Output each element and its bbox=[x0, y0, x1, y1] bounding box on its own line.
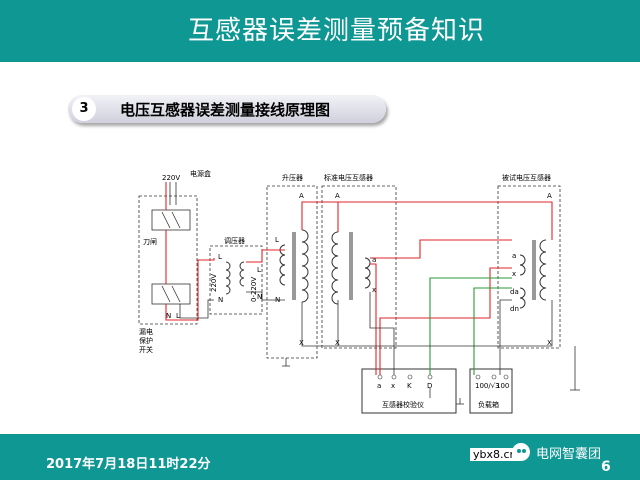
cal-terminal-a: a bbox=[377, 382, 381, 390]
test-pt-box bbox=[497, 185, 561, 349]
label-step-up: 升压器 bbox=[282, 173, 303, 182]
label-leakage-3: 开关 bbox=[139, 345, 153, 354]
terminal-da-test: da bbox=[510, 288, 519, 296]
terminal-L-4: L bbox=[275, 236, 279, 244]
terminal-X-test: X bbox=[547, 339, 552, 347]
label-calibrator: 互感器校验仪 bbox=[382, 400, 424, 409]
burden-box bbox=[469, 368, 513, 414]
calibrator-box bbox=[361, 368, 457, 414]
terminal-A-test: A bbox=[547, 192, 552, 200]
terminal-a-std: a bbox=[372, 256, 376, 264]
terminal-N-1: N bbox=[166, 312, 171, 320]
wechat-icon bbox=[512, 443, 530, 461]
section-heading: 3 电压互感器误差测量接线原理图 bbox=[68, 95, 386, 123]
cal-terminal-D: D bbox=[427, 382, 432, 390]
label-knife-switch: 刀闸 bbox=[143, 238, 157, 246]
label-220v: 220V bbox=[162, 174, 180, 182]
burden-100v3: 100/√3 bbox=[475, 382, 500, 390]
terminal-X-stepup: X bbox=[299, 339, 304, 347]
label-leakage-1: 漏电 bbox=[139, 327, 153, 336]
footer-date: 2017年7月18日11时22分 bbox=[46, 457, 211, 472]
page-title: 互感器误差测量预备知识 bbox=[188, 16, 486, 46]
terminal-L-1: L bbox=[176, 312, 180, 320]
label-leakage-2: 保护 bbox=[139, 336, 153, 345]
header-bar: 互感器误差测量预备知识 bbox=[0, 0, 640, 62]
section-title: 电压互感器误差测量接线原理图 bbox=[120, 101, 331, 119]
terminal-L-2: L bbox=[218, 253, 222, 261]
terminal-N-2: N bbox=[218, 296, 223, 304]
label-power-box: 电源盒 bbox=[190, 169, 211, 178]
terminal-x-std: x bbox=[372, 286, 376, 294]
terminal-A-stepup: A bbox=[299, 192, 304, 200]
cal-terminal-K: K bbox=[407, 382, 412, 390]
power-box bbox=[138, 195, 198, 325]
burden-100: 100 bbox=[496, 382, 509, 390]
cal-terminal-x: x bbox=[391, 382, 395, 390]
brand-name: 电网智囊团 bbox=[536, 447, 602, 462]
watermark: ybx8.cn bbox=[470, 448, 520, 461]
label-standard-pt: 标准电压互感器 bbox=[324, 173, 373, 182]
terminal-A-std: A bbox=[335, 192, 340, 200]
terminal-N-4: N bbox=[275, 296, 280, 304]
section-number: 3 bbox=[72, 97, 96, 121]
terminal-x-test: x bbox=[512, 270, 516, 278]
standard-pt-box bbox=[321, 185, 397, 349]
footer-bar: 2017年7月18日11时22分 ybx8.cn 电网智囊团 6 bbox=[0, 434, 640, 480]
label-burden-box: 负载箱 bbox=[478, 400, 499, 409]
label-test-pt: 被试电压互感器 bbox=[502, 173, 551, 182]
terminal-a-test: a bbox=[512, 252, 516, 260]
terminal-L-3: L bbox=[257, 266, 261, 274]
step-up-box bbox=[266, 185, 318, 359]
label-reg-in: 220V bbox=[210, 274, 218, 292]
terminal-X-std: X bbox=[335, 339, 340, 347]
label-reg-out: 0-220V bbox=[250, 277, 258, 302]
regulator-box bbox=[209, 245, 263, 315]
label-regulator: 调压器 bbox=[224, 236, 245, 245]
page-number: 6 bbox=[601, 459, 611, 475]
terminal-dn-test: dn bbox=[510, 305, 519, 313]
terminal-N-3: N bbox=[257, 293, 262, 301]
